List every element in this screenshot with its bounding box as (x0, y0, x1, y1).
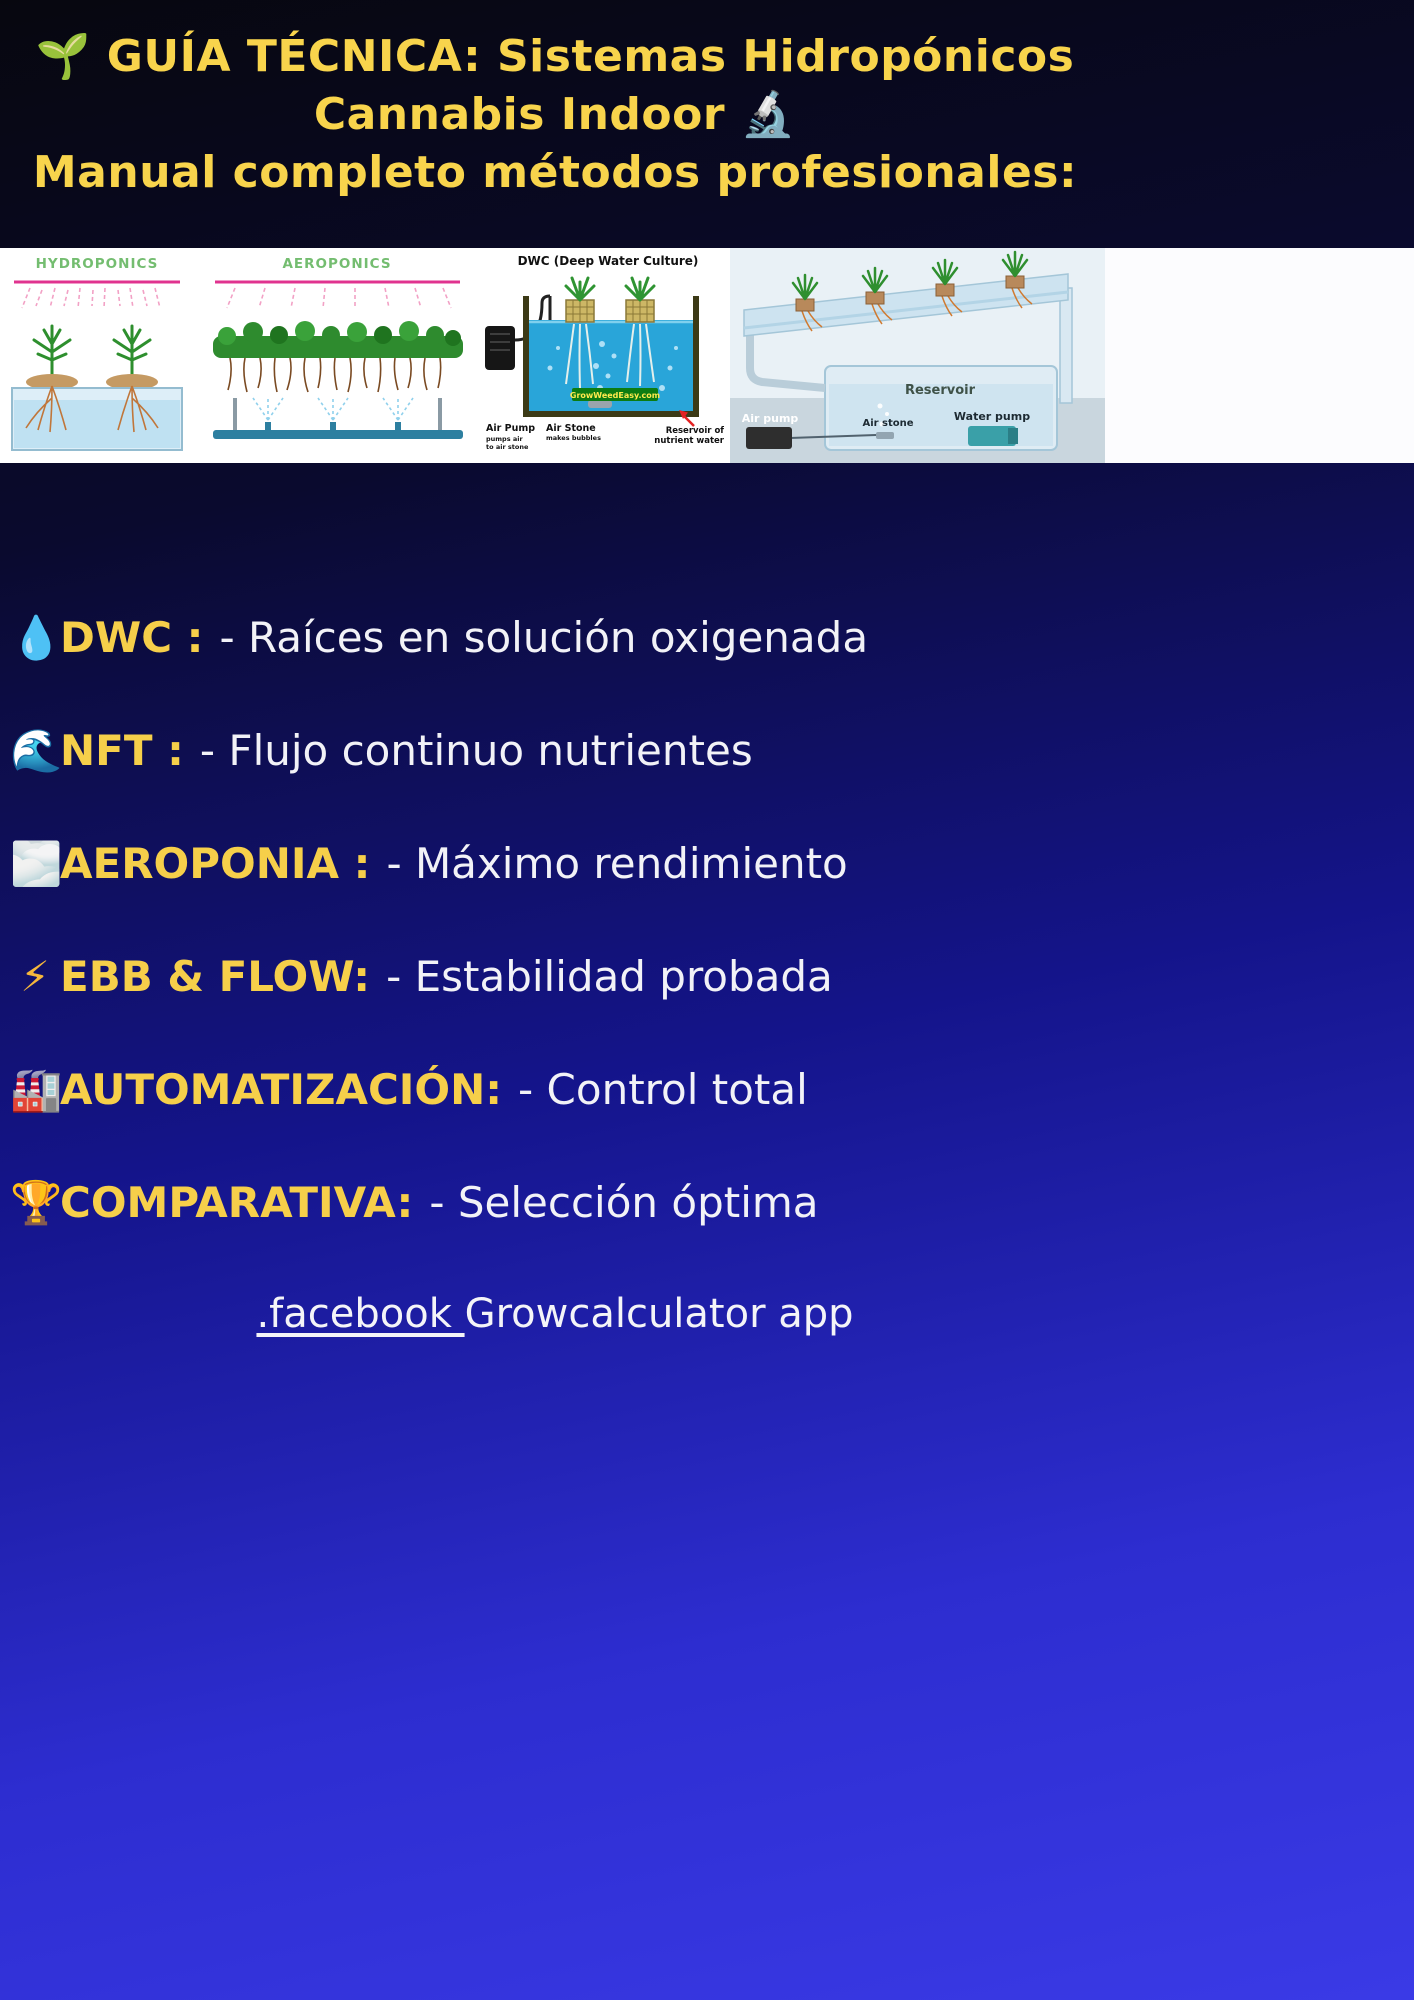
aeroponics-panel: AEROPONICS (195, 248, 480, 463)
air-pump-label: Air Pump (486, 423, 535, 434)
air-stone-label: Air Stone (546, 423, 596, 434)
air-pump-vents (490, 333, 510, 352)
list-item-desc: - Flujo continuo nutrientes (199, 726, 753, 776)
water-pump (968, 426, 1018, 447)
cannabis-seedling (624, 276, 656, 302)
factory-icon: 🏭 (10, 1064, 63, 1114)
dwc-panel: DWC (Deep Water Culture) (480, 248, 730, 463)
footer: .facebook Growcalculator app (0, 1291, 1110, 1337)
droplet-icon: 💧 (10, 612, 63, 662)
reservoir-system-diagram: Reservoir Air pump Air stone Water pump (730, 248, 1105, 464)
channel-plant (791, 273, 823, 332)
page-title-line-3: Manual completo métodos profesionales: (32, 147, 1078, 199)
channel-plant (931, 258, 963, 317)
light-rays (21, 287, 161, 309)
watermark-text: GrowWeedEasy.com (570, 391, 660, 400)
list-item-label: COMPARATIVA: (60, 1178, 414, 1228)
net-pot (625, 299, 655, 323)
strip-filler (1105, 248, 1414, 464)
cannabis-plant (32, 324, 72, 380)
net-pot (565, 299, 595, 323)
channel-plant (1001, 250, 1033, 309)
air-bubbles (547, 341, 678, 392)
feature-list: 💧 DWC : - Raíces en solución oxigenada 🌊… (0, 613, 1110, 1227)
list-item-dwc: 💧 DWC : - Raíces en solución oxigenada (10, 613, 1110, 662)
list-item-desc: - Estabilidad probada (386, 952, 833, 1002)
reservoir-label-line1: Reservoir of (666, 426, 725, 436)
aeroponics-diagram: AEROPONICS (213, 256, 463, 440)
air-tube (789, 434, 877, 440)
air-pump (485, 326, 515, 371)
air-pump-sub2: to air stone (486, 443, 529, 451)
list-item-label: DWC : (60, 613, 204, 663)
hydroponics-title: HYDROPONICS (36, 256, 159, 272)
hanging-roots (227, 358, 442, 393)
reservoir-system-panel: Reservoir Air pump Air stone Water pump (730, 248, 1105, 464)
header: 🌱 GUÍA TÉCNICA: Sistemas Hidropónicos Ca… (0, 0, 1110, 202)
watermark-badge (572, 388, 658, 402)
channel-water-line (743, 290, 1069, 330)
list-item-comparativa: 🏆 COMPARATIVA: - Selección óptima (10, 1178, 1110, 1227)
air-pump-label: Air pump (742, 412, 799, 425)
canopy-foliage (218, 321, 461, 347)
cannabis-plant (112, 324, 152, 380)
list-item-aeroponia: 🌫️ AEROPONIA : - Máximo rendimiento (10, 839, 1110, 888)
roots (25, 385, 159, 433)
reservoir-label-line2: nutrient water (654, 436, 725, 446)
feed-pipe (1059, 287, 1073, 404)
soil-mound (26, 374, 78, 391)
facebook-link[interactable]: .facebook (256, 1291, 465, 1338)
light-rays (226, 287, 452, 309)
air-pump (746, 427, 792, 450)
list-item-automatizacion: 🏭 AUTOMATIZACIÓN: - Control total (10, 1065, 1110, 1114)
air-pump-sub1: pumps air (486, 435, 523, 443)
red-arrow (679, 410, 695, 428)
page-title-line-1: 🌱 GUÍA TÉCNICA: Sistemas Hidropónicos (35, 31, 1075, 82)
channel-plant (861, 266, 893, 325)
aeroponics-title: AEROPONICS (282, 256, 391, 272)
list-item-nft: 🌊 NFT : - Flujo continuo nutrientes (10, 726, 1110, 775)
fog-icon: 🌫️ (10, 838, 63, 888)
list-item-desc: - Control total (518, 1065, 808, 1115)
water-pump-label: Water pump (954, 410, 1030, 423)
trophy-icon: 🏆 (10, 1177, 63, 1227)
soil-mound (106, 374, 158, 391)
footer-app-text: Growcalculator app (464, 1291, 854, 1338)
nutrient-pipe (213, 430, 463, 440)
list-item-desc: - Máximo rendimiento (386, 839, 848, 889)
white-roots (565, 324, 655, 389)
lightning-icon: ⚡ (20, 951, 50, 1001)
list-item-ebb-flow: ⚡ EBB & FLOW: - Estabilidad probada (10, 952, 1110, 1001)
content-column: 🌱 GUÍA TÉCNICA: Sistemas Hidropónicos Ca… (0, 0, 1110, 202)
diagram-strip: HYDROPONICS AEROPONICS (0, 248, 1414, 464)
air-stone-label: Air stone (862, 418, 913, 429)
mist-sprayers (252, 396, 414, 432)
hydroponics-panel: HYDROPONICS (0, 248, 195, 463)
list-item-label: AUTOMATIZACIÓN: (60, 1065, 503, 1115)
return-pipe (746, 334, 826, 393)
page-title-line-2: Cannabis Indoor 🔬 (313, 89, 797, 141)
cannabis-seedling (564, 276, 596, 302)
dwc-title: DWC (Deep Water Culture) (518, 254, 699, 268)
list-item-desc: - Raíces en solución oxigenada (219, 613, 869, 663)
air-stone-sub: makes bubbles (546, 434, 601, 442)
reservoir-tank (523, 296, 699, 418)
reservoir-air-stone (876, 403, 894, 440)
list-item-label: NFT : (60, 726, 184, 776)
content-column-lower: 💧 DWC : - Raíces en solución oxigenada 🌊… (0, 613, 1110, 1337)
air-stone (588, 400, 612, 409)
reservoir-label: Reservoir (905, 383, 976, 398)
support-posts (233, 398, 442, 431)
wave-icon: 🌊 (10, 725, 63, 775)
hydroponics-diagram: HYDROPONICS (11, 256, 183, 452)
list-item-label: AEROPONIA : (60, 839, 371, 889)
list-item-desc: - Selección óptima (429, 1178, 819, 1228)
list-item-label: EBB & FLOW: (60, 952, 371, 1002)
dwc-diagram: DWC (Deep Water Culture) (485, 254, 725, 451)
